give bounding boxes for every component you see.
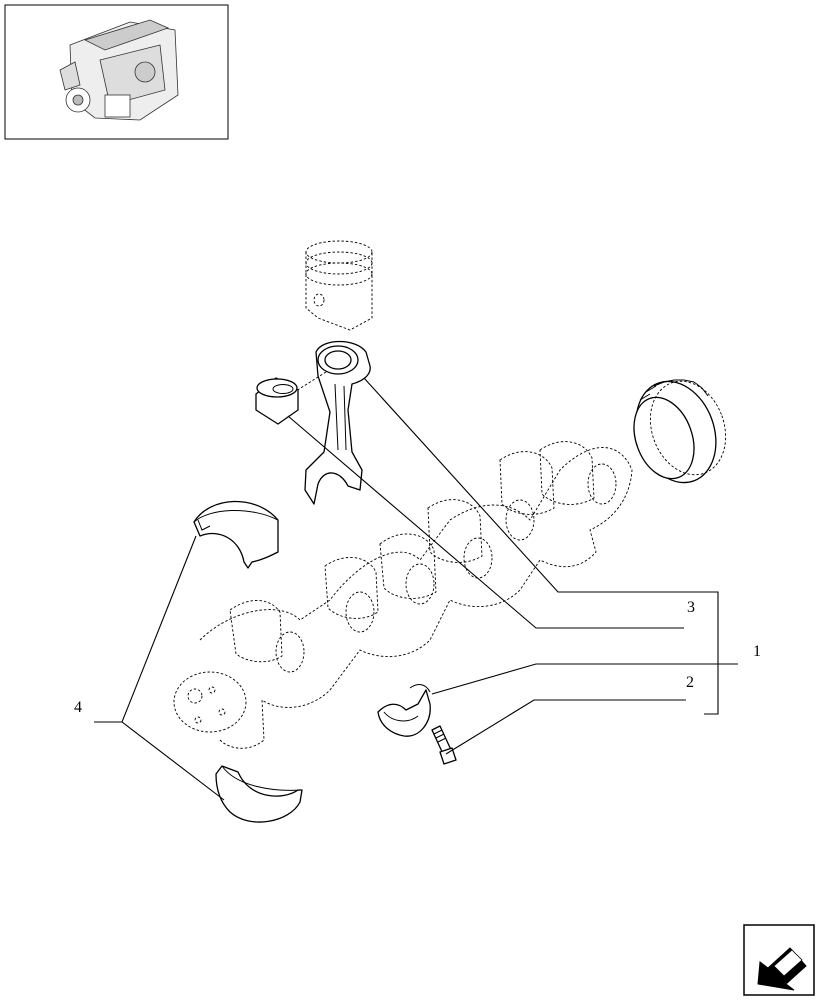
callout-main-bearings: 4 xyxy=(74,699,82,716)
leader-lines xyxy=(94,377,738,801)
callout-bolt: 2 xyxy=(686,674,694,691)
rod-cap-bearing xyxy=(377,684,431,737)
crankshaft xyxy=(173,441,633,749)
timing-gear xyxy=(633,379,727,484)
callout-bushing: 3 xyxy=(687,599,695,616)
main-bearing-lower xyxy=(215,765,303,823)
piston xyxy=(305,240,373,331)
small-end-bushing xyxy=(255,377,299,425)
rod-bolt xyxy=(431,725,457,765)
main-bearing-upper xyxy=(193,500,279,569)
engine-thumbnail-icon[interactable] xyxy=(4,4,229,140)
connecting-rod xyxy=(287,340,371,505)
callout-connecting-rod-assembly: 1 xyxy=(753,643,761,660)
navigation-arrow-icon[interactable] xyxy=(743,924,815,996)
